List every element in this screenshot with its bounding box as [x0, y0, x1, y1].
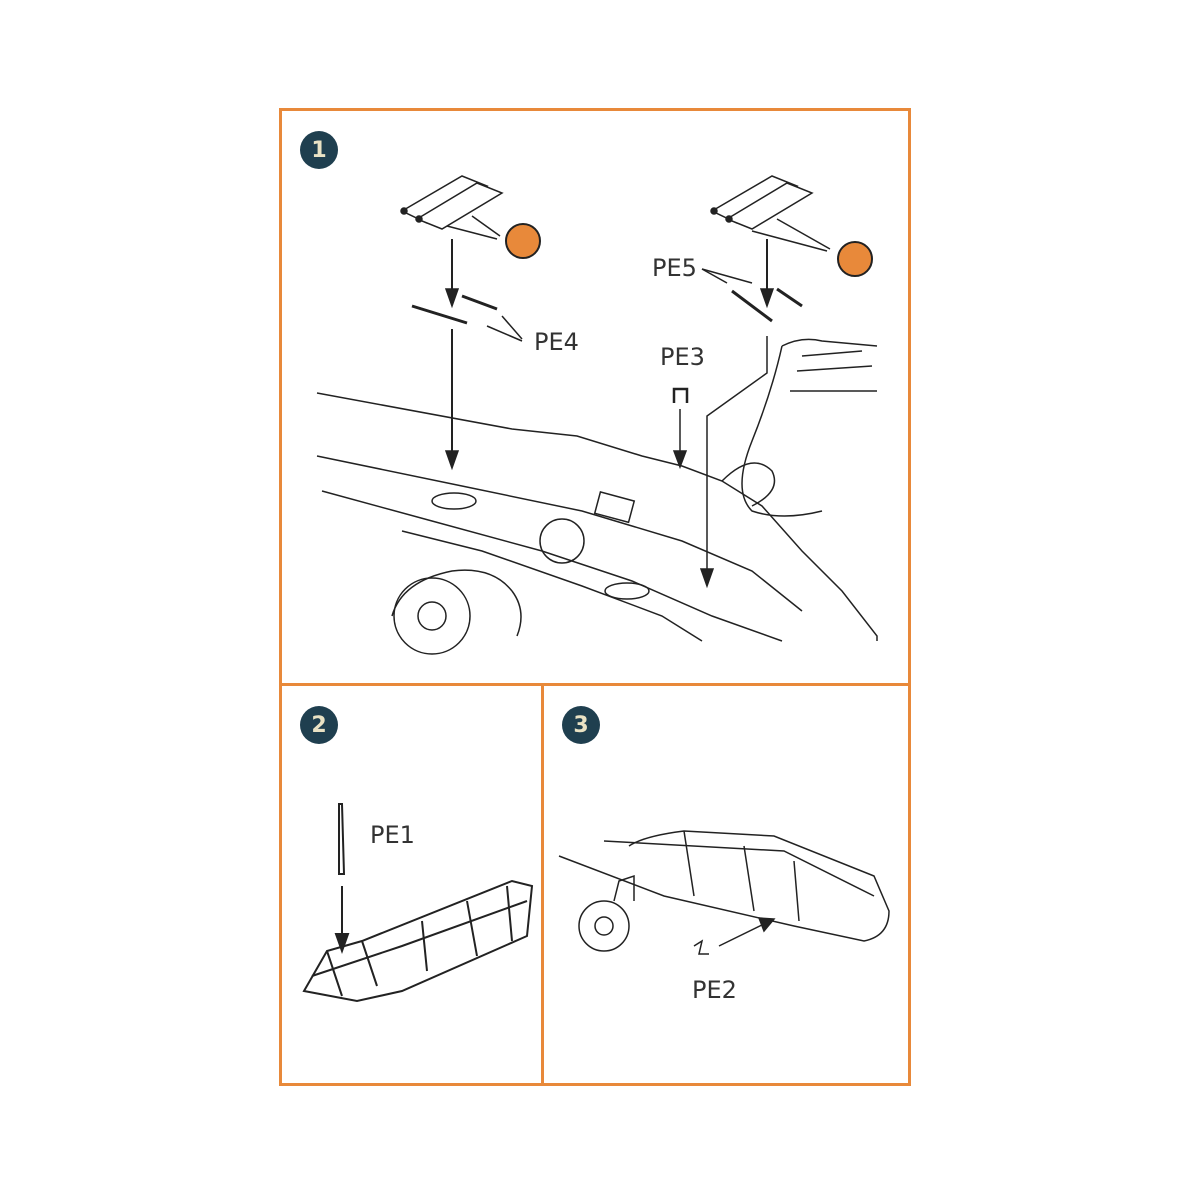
label-pe5: PE5	[652, 254, 697, 282]
step-2-badge: 2	[300, 706, 338, 744]
canopy-diagram	[302, 803, 534, 1003]
label-pe2: PE2	[692, 976, 737, 1004]
wing-rocket-diagram	[316, 175, 878, 655]
step-1-badge: 1	[300, 131, 338, 169]
rocket-pair-icon	[400, 175, 504, 230]
label-pe4: PE4	[534, 328, 579, 356]
tailplane-diagram	[558, 830, 890, 955]
cut-knife-icon	[837, 241, 873, 277]
step-3-badge: 3	[562, 706, 600, 744]
cut-knife-icon	[505, 223, 541, 259]
step-2-panel: 2 PE1	[279, 683, 544, 1086]
step-1-panel: 1	[279, 108, 911, 686]
step-3-panel: 3 PE2	[541, 683, 911, 1086]
rocket-pair-icon	[710, 175, 814, 230]
label-pe3: PE3	[660, 343, 705, 371]
label-pe1: PE1	[370, 821, 415, 849]
